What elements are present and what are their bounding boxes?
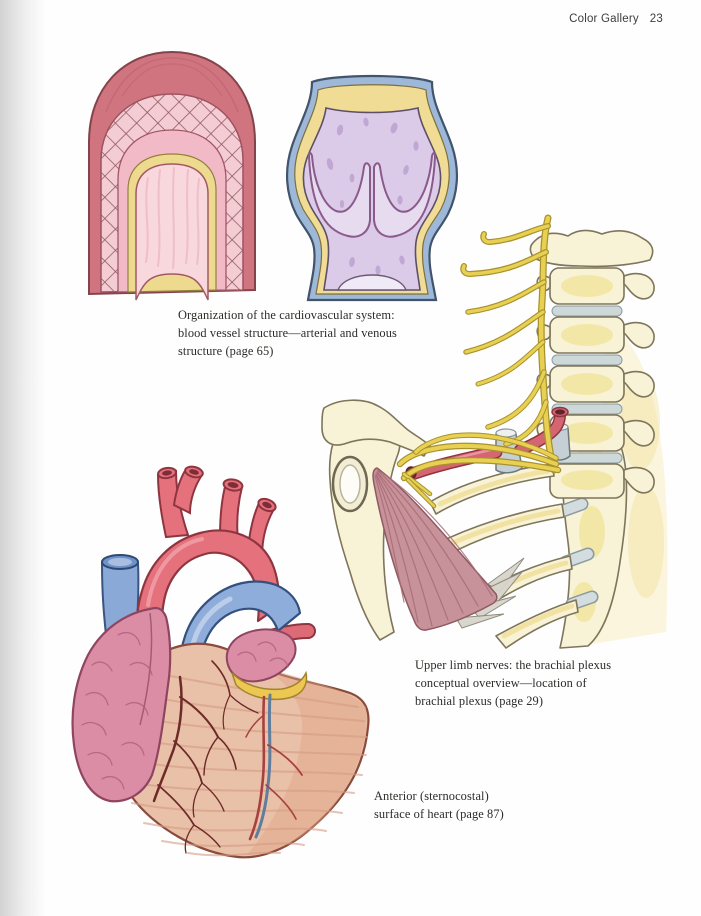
lower-lumen-cut	[336, 274, 408, 291]
artery-wall-illustration	[82, 42, 262, 304]
vessel-cut-mouths	[157, 465, 277, 513]
caption-line: surface of heart (page 87)	[374, 807, 504, 821]
vein-valve-svg	[285, 74, 459, 302]
atlas-vertebra	[529, 229, 654, 268]
gallery-title: Color Gallery	[569, 13, 639, 25]
caption-line: Upper limb nerves: the brachial plexus	[415, 658, 612, 672]
glenoid-fossa	[339, 464, 361, 504]
valve-cusps	[308, 152, 436, 238]
caption-line: blood vessel structure—arterial and veno…	[178, 326, 397, 340]
heart-svg	[71, 465, 370, 859]
epicardial-fat-pad	[231, 670, 308, 701]
right-auricle	[71, 606, 172, 803]
running-head: Color Gallery 23	[569, 13, 663, 25]
coronary-vessels	[152, 660, 303, 854]
artery-wall-svg	[88, 50, 256, 301]
caption-line: structure (page 65)	[178, 344, 274, 358]
caption-line: brachial plexus (page 29)	[415, 694, 544, 708]
figure-caption-plexus: Upper limb nerves: the brachial plexus c…	[415, 656, 640, 710]
brachial-plexus-nerves	[400, 218, 558, 506]
vein-valve-illustration	[282, 72, 462, 307]
left-auricle	[225, 628, 297, 683]
page-number: 23	[649, 13, 663, 25]
caption-line: Anterior (sternocostal)	[374, 789, 489, 803]
caption-line: conceptual overview—location of	[415, 676, 587, 690]
vein-interior	[302, 107, 442, 291]
pectoralis-muscle	[372, 467, 525, 631]
vertebral-bodies	[549, 267, 625, 499]
caption-line: Organization of the cardiovascular syste…	[178, 308, 395, 322]
brachial-plexus-illustration	[320, 212, 685, 652]
figure-caption-heart: Anterior (sternocostal) surface of heart…	[374, 787, 564, 823]
acromion-coracoid	[321, 399, 431, 457]
vessel-lumen	[135, 163, 209, 301]
ribs	[429, 463, 579, 649]
heart-illustration	[62, 445, 382, 863]
brachial-plexus-svg	[321, 212, 668, 649]
figure-caption-vessels: Organization of the cardiovascular syste…	[178, 306, 430, 360]
